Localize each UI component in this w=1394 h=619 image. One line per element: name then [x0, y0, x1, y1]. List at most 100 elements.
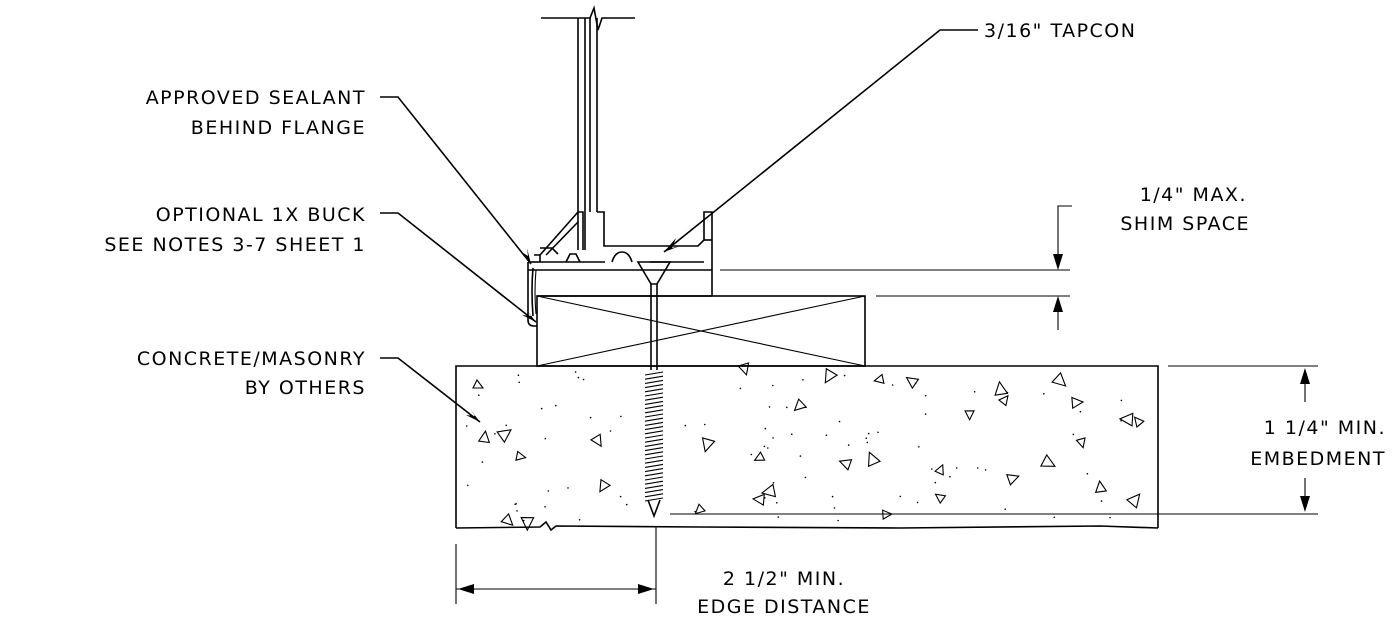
stipple-mark	[1053, 516, 1056, 519]
thread-mark	[644, 379, 664, 384]
sealant-label-line2: BEHIND FLANGE	[191, 117, 366, 139]
stipple-mark	[481, 461, 484, 463]
stipple-mark	[877, 431, 879, 434]
stipple-mark	[764, 497, 766, 499]
tapcon-label: 3/16" TAPCON	[984, 20, 1136, 42]
thread-mark	[644, 489, 664, 494]
stipple-mark	[494, 433, 496, 435]
thread-mark	[644, 384, 664, 389]
stipple-mark	[1079, 410, 1082, 413]
stipple-mark	[620, 415, 622, 418]
stipple-mark	[1086, 472, 1089, 475]
aggregate-mark	[997, 394, 1009, 407]
stipple-mark	[777, 516, 780, 518]
stipple-mark	[466, 425, 468, 427]
stipple-mark	[866, 441, 869, 444]
stipple-mark	[973, 391, 976, 393]
stipple-mark	[918, 446, 920, 448]
stipple-mark	[544, 437, 547, 440]
aggregate-mark	[753, 451, 766, 461]
aggregate-mark	[1040, 453, 1057, 467]
stipple-mark	[516, 510, 518, 512]
thread-mark	[644, 400, 664, 405]
thread-mark	[644, 421, 664, 426]
shim-space	[537, 270, 713, 297]
shim-label-line2: SHIM SPACE	[1120, 213, 1250, 235]
stipple-mark	[467, 484, 469, 487]
stipple-mark	[949, 475, 951, 478]
stipple-mark	[805, 406, 807, 409]
thread-mark	[644, 472, 664, 477]
aggregate-mark	[477, 429, 491, 444]
thread-mark	[644, 447, 664, 452]
thread-mark	[644, 459, 664, 464]
stipple-mark	[1120, 419, 1122, 422]
stipple-mark	[924, 394, 927, 397]
aggregate-mark	[589, 433, 602, 448]
wood-buck	[536, 295, 866, 367]
stipple-mark	[522, 519, 525, 522]
aggregate-mark	[737, 362, 750, 377]
aggregate-mark	[599, 478, 612, 493]
aggregate-mark	[760, 483, 777, 498]
thread-mark	[644, 476, 664, 481]
stipple-mark	[625, 503, 628, 506]
stipple-mark	[1109, 516, 1111, 519]
aggregate-mark	[793, 398, 808, 412]
stipple-mark	[1006, 391, 1009, 394]
aggregate-mark	[496, 429, 512, 444]
stipple-mark	[931, 468, 933, 470]
aggregate-mark	[1006, 474, 1020, 486]
thread-mark	[644, 396, 664, 401]
stipple-mark	[838, 420, 841, 423]
stipple-mark	[582, 378, 585, 381]
stipple-mark	[684, 424, 687, 427]
thread-mark	[644, 434, 664, 439]
thread-mark	[644, 430, 664, 435]
stipple-mark	[567, 487, 569, 489]
thread-mark	[644, 438, 664, 443]
stipple-mark	[802, 379, 804, 381]
stipple-mark	[786, 406, 788, 409]
thread-mark	[644, 463, 664, 468]
thread-mark	[644, 409, 664, 414]
stipple-mark	[763, 445, 766, 448]
aggregate-mark	[1133, 416, 1145, 428]
stipple-mark	[955, 467, 958, 469]
stipple-mark	[976, 467, 979, 469]
aggregate-mark	[934, 493, 947, 505]
embedment-dimension	[670, 365, 1318, 515]
aggregate-mark	[867, 451, 882, 468]
thread-mark	[644, 442, 664, 447]
stipple-mark	[1072, 433, 1075, 436]
thread-mark	[644, 451, 664, 456]
stipple-mark	[831, 495, 834, 498]
stipple-mark	[799, 455, 802, 457]
stipple-mark	[767, 447, 769, 449]
sill-extrusion	[527, 211, 713, 327]
thread-mark	[644, 388, 664, 393]
embed-label-line1: 1 1/4" MIN.	[1264, 417, 1386, 439]
aggregate-mark	[1094, 479, 1108, 494]
leaders	[380, 29, 978, 423]
concrete-aggregate	[466, 362, 1145, 532]
stipple-mark	[768, 406, 771, 408]
stipple-mark	[776, 502, 778, 504]
stipple-mark	[544, 506, 546, 508]
shim-label-line1: 1/4" MAX.	[1140, 184, 1247, 206]
stipple-mark	[609, 430, 612, 432]
concrete-label-line1: CONCRETE/MASONRY	[137, 348, 366, 370]
stipple-mark	[703, 423, 706, 426]
stipple-mark	[934, 481, 937, 484]
stipple-mark	[1100, 500, 1103, 502]
aggregate-mark	[500, 512, 514, 527]
aggregate-mark	[824, 367, 839, 384]
window-frame	[541, 5, 635, 250]
stipple-mark	[555, 404, 557, 407]
aggregate-mark	[994, 380, 1009, 396]
stipple-mark	[578, 519, 581, 521]
stipple-mark	[914, 382, 917, 385]
edge-label-line1: 2 1/2" MIN.	[723, 568, 845, 590]
aggregate-mark	[751, 493, 765, 507]
